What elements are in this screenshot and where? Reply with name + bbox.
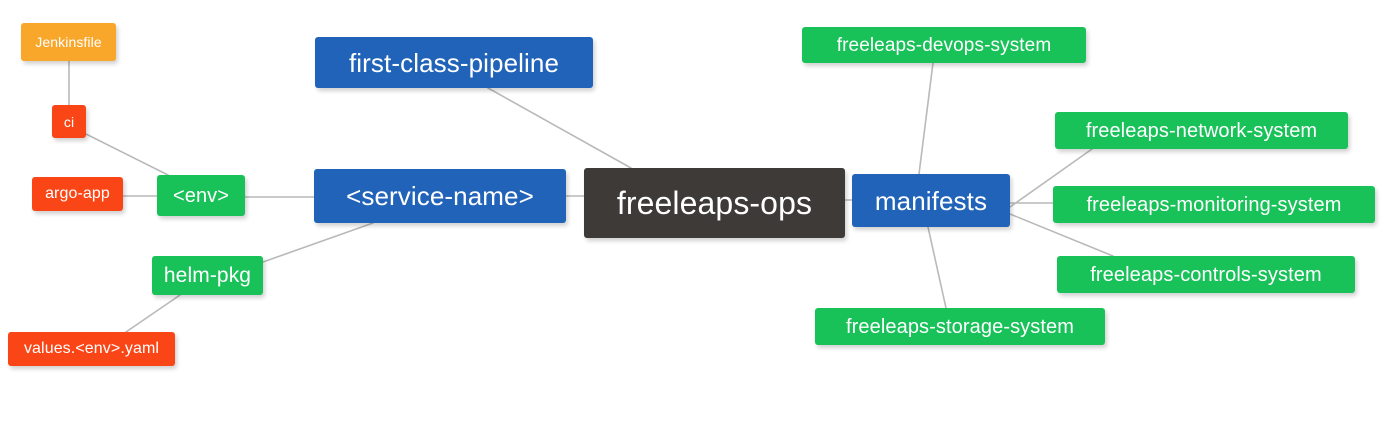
edge-first-class-pipeline-to-freeleaps-ops <box>487 87 632 169</box>
node-label-first-class-pipeline: first-class-pipeline <box>348 47 560 78</box>
node-env[interactable]: <env> <box>157 175 245 216</box>
node-label-freeleaps-ops: freeleaps-ops <box>616 185 813 221</box>
node-label-jenkinsfile: Jenkinsfile <box>35 34 102 50</box>
node-label-values-env-yaml: values.<env>.yaml <box>23 340 160 357</box>
edge-ci-to-env <box>85 133 169 176</box>
node-service-name[interactable]: <service-name> <box>314 169 566 223</box>
node-freeleaps-storage-system[interactable]: freeleaps-storage-system <box>815 308 1105 345</box>
node-freeleaps-devops-system[interactable]: freeleaps-devops-system <box>802 27 1086 63</box>
node-label-freeleaps-network-system: freeleaps-network-system <box>1085 119 1318 142</box>
node-first-class-pipeline[interactable]: first-class-pipeline <box>315 37 593 88</box>
node-jenkinsfile[interactable]: Jenkinsfile <box>21 23 116 61</box>
node-label-helm-pkg: helm-pkg <box>163 264 252 287</box>
edge-helm-pkg-to-values-env-yaml <box>125 294 181 333</box>
node-label-freeleaps-devops-system: freeleaps-devops-system <box>836 34 1052 56</box>
node-label-argo-app: argo-app <box>45 185 110 202</box>
node-freeleaps-ops[interactable]: freeleaps-ops <box>584 168 845 238</box>
node-manifests[interactable]: manifests <box>852 174 1010 227</box>
node-label-ci: ci <box>63 113 75 130</box>
node-label-manifests: manifests <box>874 185 988 216</box>
edge-service-name-to-helm-pkg <box>262 222 374 263</box>
node-values-env-yaml[interactable]: values.<env>.yaml <box>8 332 175 366</box>
node-label-freeleaps-storage-system: freeleaps-storage-system <box>845 315 1075 338</box>
node-freeleaps-monitoring-system[interactable]: freeleaps-monitoring-system <box>1053 186 1375 223</box>
node-label-env: <env> <box>172 184 230 207</box>
edge-manifests-to-freeleaps-storage-system <box>927 226 947 309</box>
edge-manifests-to-freeleaps-devops-system <box>918 62 934 175</box>
node-ci[interactable]: ci <box>52 105 86 138</box>
node-label-freeleaps-controls-system: freeleaps-controls-system <box>1090 263 1322 286</box>
node-helm-pkg[interactable]: helm-pkg <box>152 256 263 295</box>
node-freeleaps-controls-system[interactable]: freeleaps-controls-system <box>1057 256 1355 293</box>
node-label-freeleaps-monitoring-system: freeleaps-monitoring-system <box>1086 193 1342 216</box>
node-label-service-name: <service-name> <box>346 181 534 211</box>
node-freeleaps-network-system[interactable]: freeleaps-network-system <box>1055 112 1348 149</box>
node-argo-app[interactable]: argo-app <box>32 177 123 211</box>
